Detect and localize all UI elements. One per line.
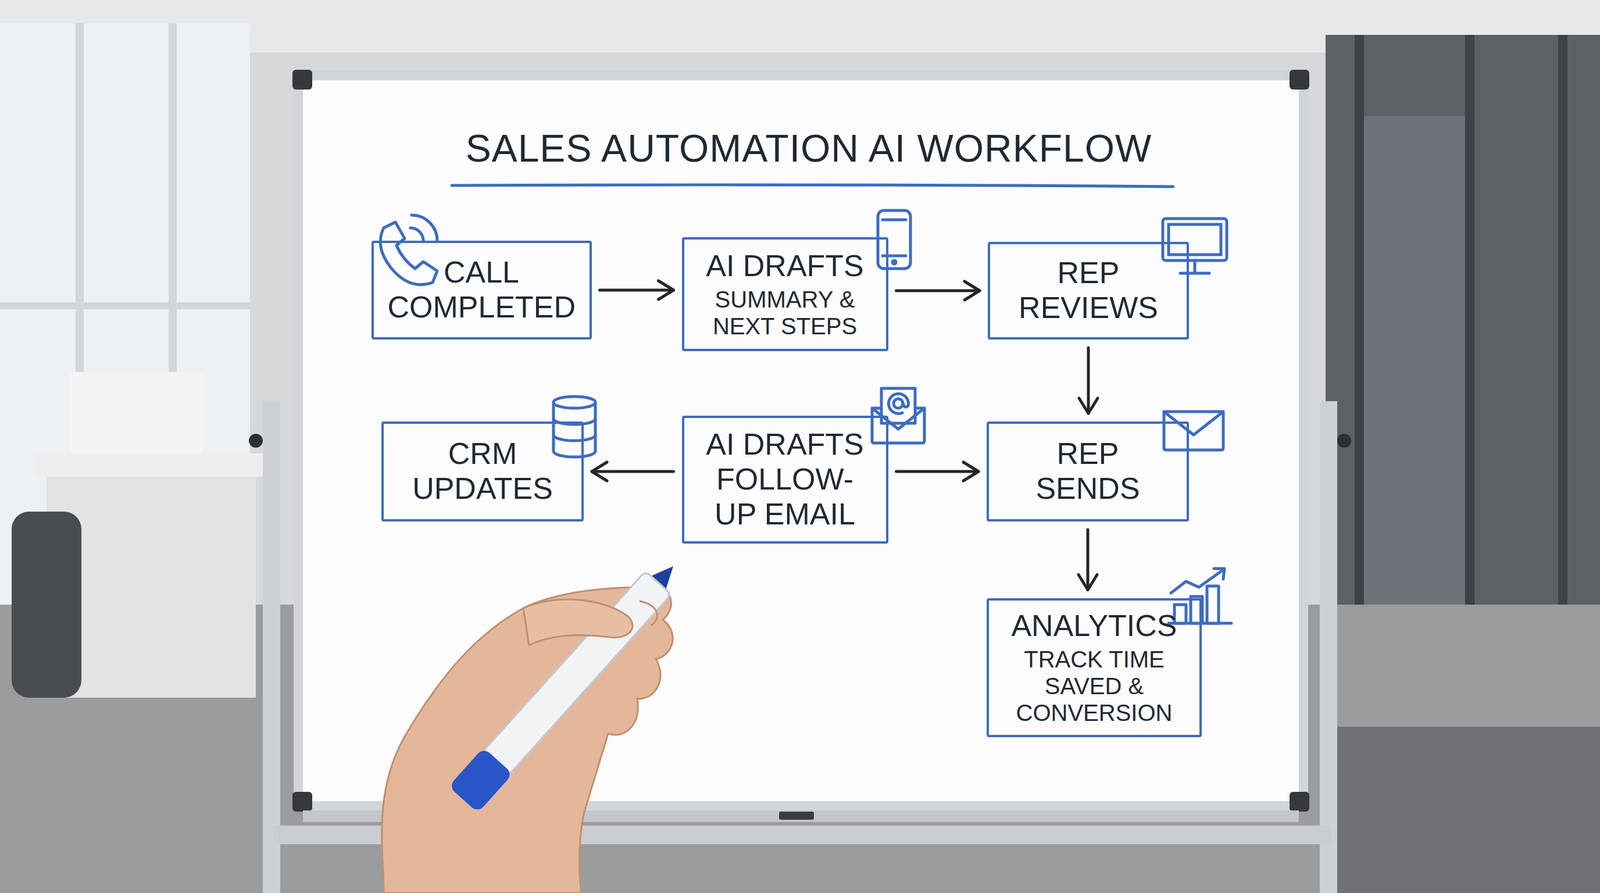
arrow-head bbox=[591, 462, 607, 481]
process-box: REP SENDS bbox=[986, 421, 1189, 522]
flow-arrow bbox=[896, 462, 980, 481]
box-content: ANALYTICSTRACK TIME SAVED & CONVERSION bbox=[1002, 608, 1186, 727]
office-room bbox=[1325, 726, 1600, 893]
title-underline bbox=[451, 184, 1174, 187]
monitor-icon bbox=[1180, 272, 1210, 275]
whiteboard bbox=[292, 791, 313, 812]
title-underline bbox=[451, 184, 1174, 187]
bar-chart-icon bbox=[1170, 569, 1224, 594]
process-box: AI DRAFTS FOLLOW-UP EMAIL bbox=[681, 415, 889, 544]
box-content: REP REVIEWS bbox=[1004, 255, 1173, 326]
arrow-line bbox=[896, 289, 981, 293]
database-icon bbox=[553, 396, 596, 457]
box-detail: TRACK TIME SAVED & CONVERSION bbox=[1002, 645, 1186, 727]
process-box: CRM UPDATES bbox=[381, 421, 584, 522]
smartphone-icon bbox=[877, 210, 911, 269]
monitor-icon bbox=[1168, 224, 1221, 255]
flow-arrow bbox=[600, 280, 674, 300]
envelope-icon bbox=[1163, 411, 1224, 450]
flow-arrow bbox=[896, 281, 981, 300]
box-content: CALL COMPLETED bbox=[387, 255, 576, 325]
box-content: REP SENDS bbox=[1002, 436, 1173, 507]
arrow-line bbox=[591, 470, 674, 474]
smartphone-icon bbox=[877, 210, 911, 269]
flow-arrow bbox=[591, 462, 674, 481]
arrow-head bbox=[963, 462, 979, 481]
hand-with-marker bbox=[448, 747, 513, 813]
whiteboard bbox=[1289, 791, 1310, 812]
smartphone-icon bbox=[892, 260, 896, 264]
process-box: CALL COMPLETED bbox=[371, 240, 592, 340]
box-label: AI DRAFTS FOLLOW-UP EMAIL bbox=[698, 427, 873, 532]
monitor-icon bbox=[1162, 218, 1227, 274]
whiteboard-stand bbox=[248, 433, 263, 448]
arrow-head bbox=[1079, 398, 1098, 414]
flow-arrow bbox=[1079, 347, 1098, 414]
hand-with-marker bbox=[639, 601, 657, 626]
box-detail: SUMMARY & NEXT STEPS bbox=[698, 286, 873, 340]
smartphone-icon bbox=[882, 218, 906, 222]
phone-icon bbox=[411, 215, 438, 241]
hand-with-marker bbox=[481, 570, 672, 776]
hand-with-marker bbox=[381, 552, 688, 893]
whiteboard bbox=[292, 69, 313, 90]
arrow-line bbox=[896, 470, 980, 474]
whiteboard-stand bbox=[262, 401, 281, 893]
bar-chart-icon bbox=[1206, 586, 1219, 624]
box-label: AI DRAFTS bbox=[698, 248, 873, 284]
box-content: CRM UPDATES bbox=[397, 436, 568, 507]
flow-arrow bbox=[1078, 529, 1098, 591]
database-icon bbox=[553, 396, 596, 409]
arrow-line bbox=[600, 288, 674, 292]
email-at-icon bbox=[888, 393, 909, 414]
hand-with-marker bbox=[448, 552, 688, 813]
database-icon bbox=[553, 402, 596, 457]
phone-icon bbox=[410, 227, 424, 241]
office-room bbox=[69, 372, 204, 454]
process-box: AI DRAFTSSUMMARY & NEXT STEPS bbox=[681, 237, 889, 352]
email-at-icon bbox=[872, 408, 925, 430]
arrow-line bbox=[1087, 347, 1091, 414]
envelope-icon bbox=[1163, 411, 1224, 450]
whiteboard bbox=[779, 811, 814, 820]
office-room bbox=[0, 302, 250, 310]
process-box: REP REVIEWS bbox=[987, 241, 1189, 340]
whiteboard-stand bbox=[1319, 401, 1338, 893]
office-room bbox=[34, 453, 268, 477]
bar-chart-icon bbox=[1213, 568, 1225, 580]
process-box: ANALYTICSTRACK TIME SAVED & CONVERSION bbox=[986, 598, 1202, 738]
arrow-head bbox=[658, 280, 674, 300]
phone-icon bbox=[380, 222, 438, 285]
database-icon bbox=[553, 434, 596, 441]
arrow-line bbox=[1086, 529, 1090, 591]
hand-with-marker bbox=[523, 599, 633, 646]
box-label: REP REVIEWS bbox=[1004, 255, 1173, 326]
phone-icon bbox=[380, 215, 438, 285]
arrow-head bbox=[1078, 575, 1098, 591]
whiteboard bbox=[1289, 69, 1310, 90]
arrow-head bbox=[964, 281, 980, 300]
monitor-icon bbox=[1193, 260, 1197, 273]
box-content: AI DRAFTS FOLLOW-UP EMAIL bbox=[698, 427, 873, 532]
diagram-title: SALES AUTOMATION AI WORKFLOW bbox=[343, 126, 1274, 171]
box-label: REP SENDS bbox=[1002, 436, 1173, 507]
monitor-icon bbox=[1162, 218, 1227, 261]
box-label: CALL COMPLETED bbox=[387, 255, 576, 325]
whiteboard-stand bbox=[1337, 433, 1352, 448]
box-content: AI DRAFTSSUMMARY & NEXT STEPS bbox=[698, 248, 873, 340]
box-label: CRM UPDATES bbox=[397, 436, 568, 507]
office-room bbox=[11, 511, 82, 698]
box-label: ANALYTICS bbox=[1002, 608, 1186, 644]
